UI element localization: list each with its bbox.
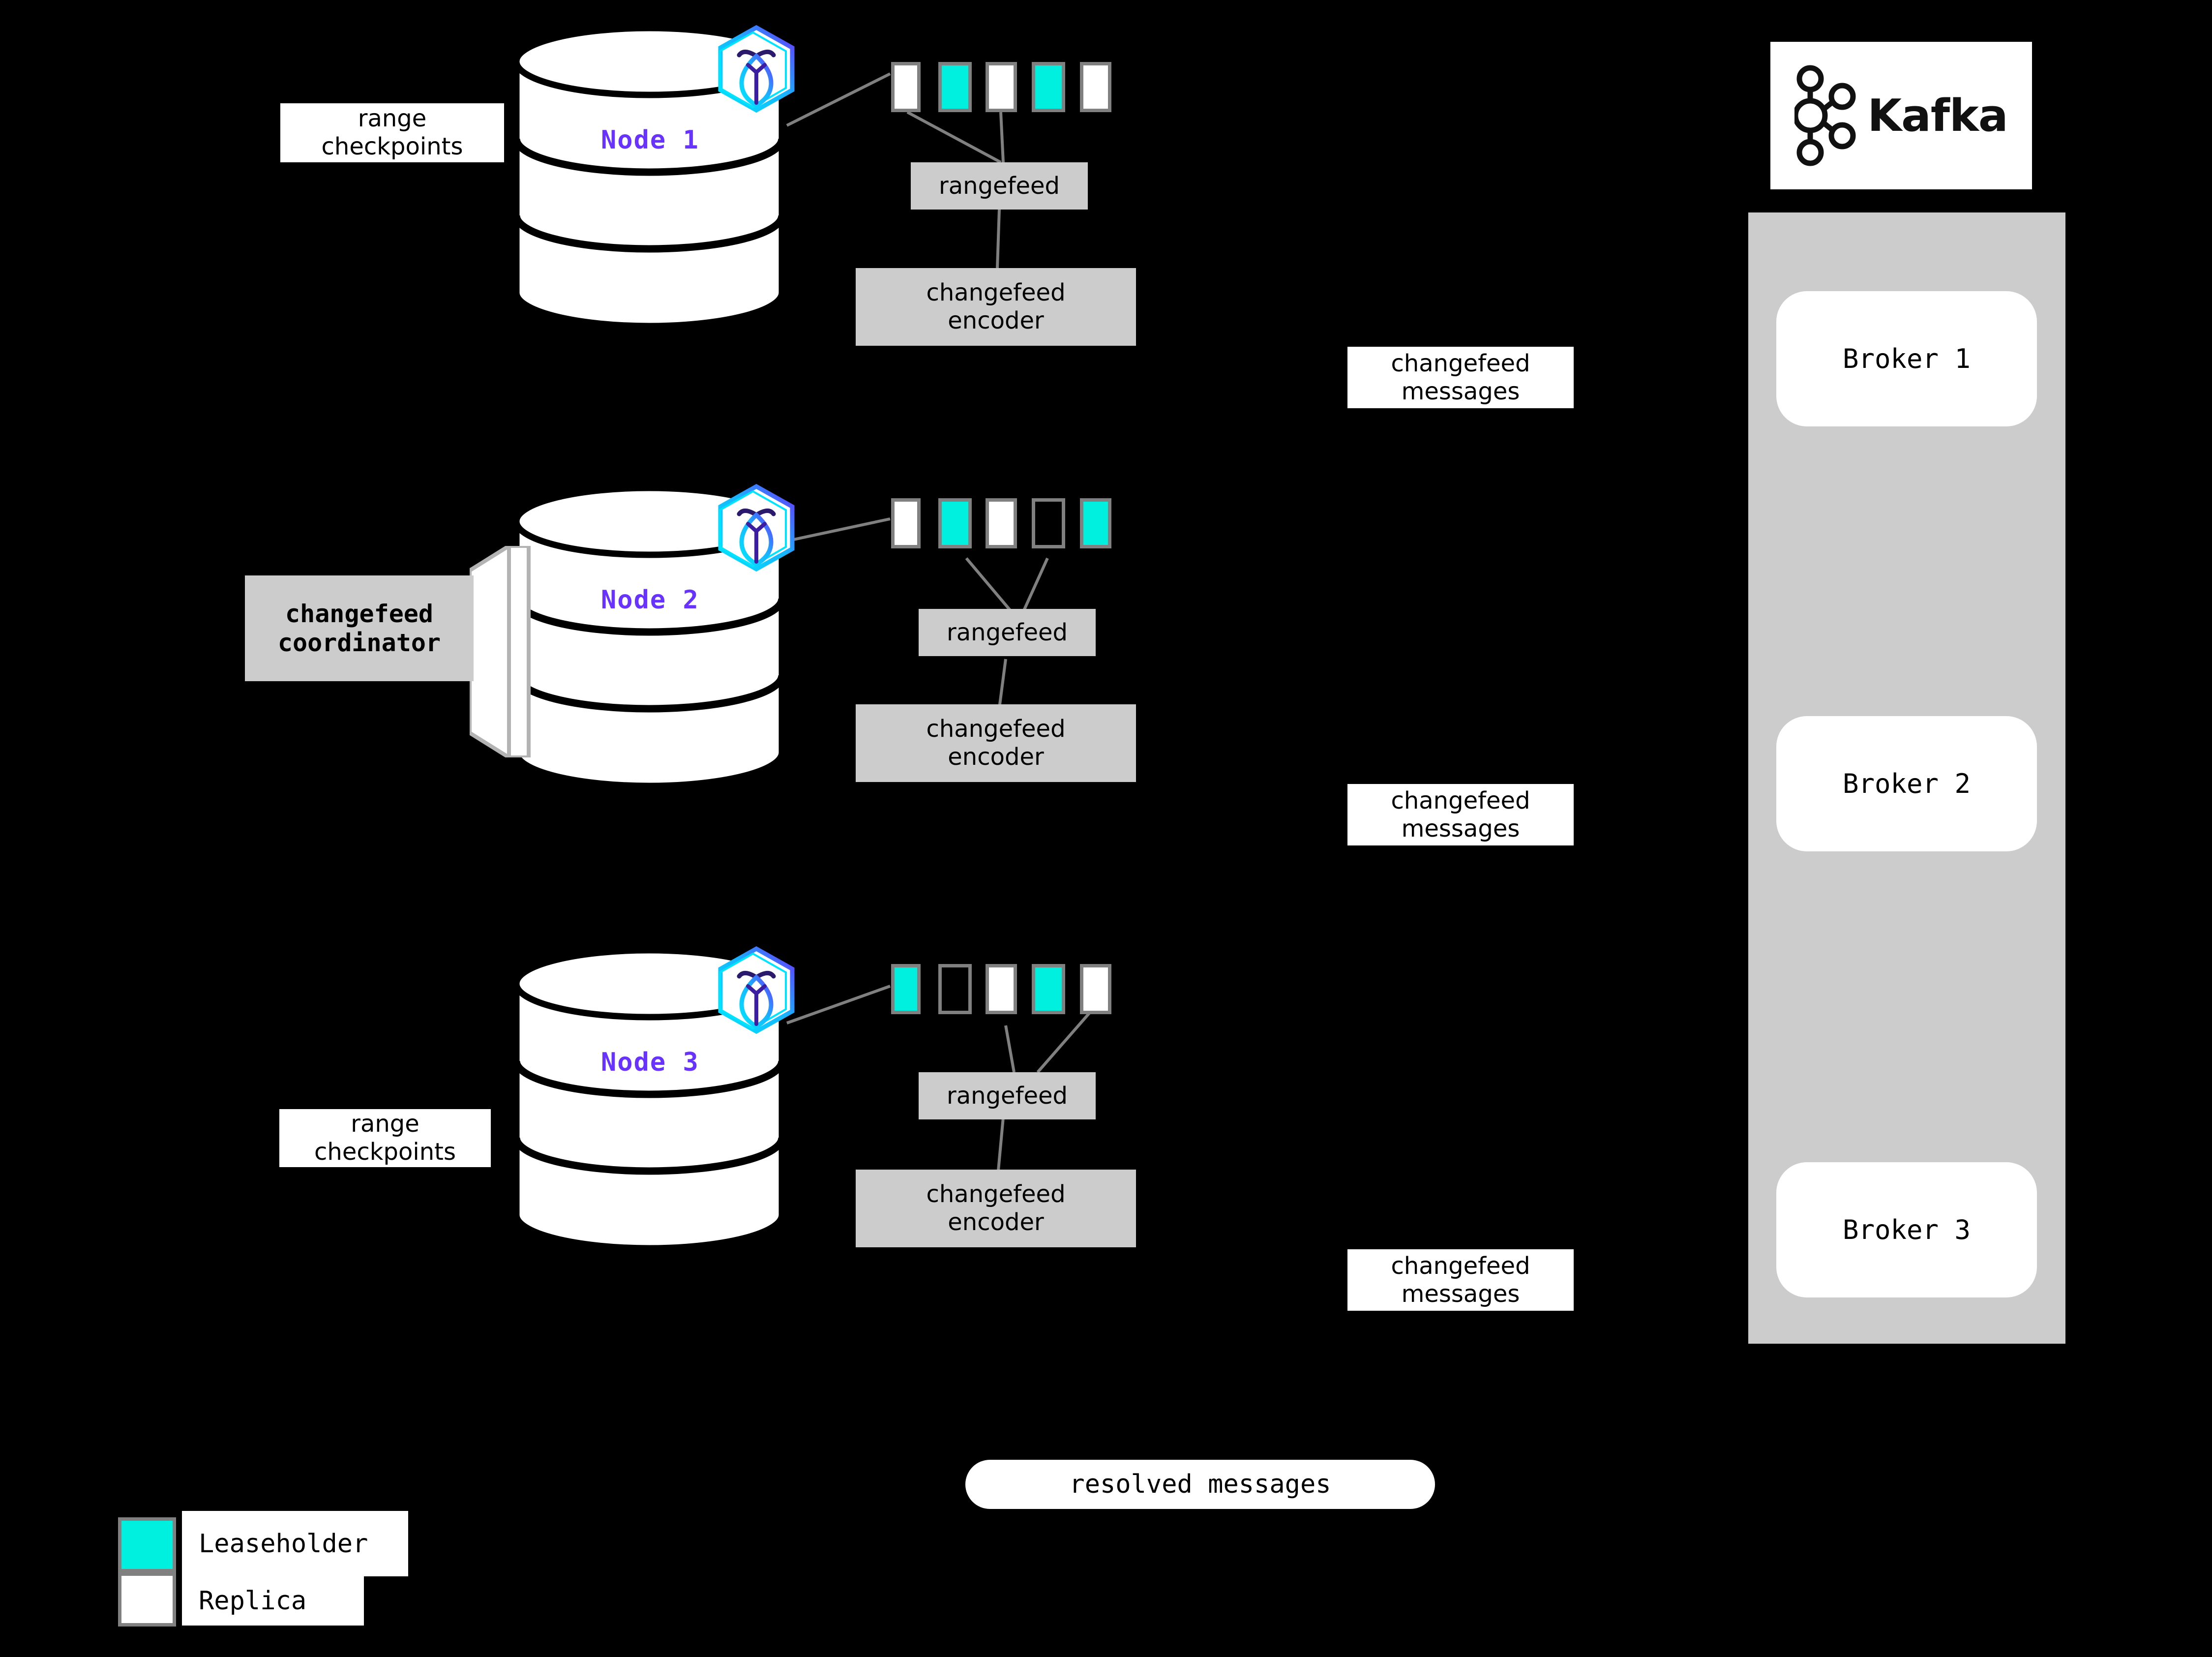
label-line-1: range bbox=[358, 105, 427, 133]
range-box bbox=[938, 62, 972, 112]
changefeed-encoder-box-3: changefeed encoder bbox=[856, 1170, 1136, 1247]
encoder-line-2: encoder bbox=[948, 743, 1044, 771]
legend-label-replica: Replica bbox=[182, 1576, 364, 1626]
encoder-line-1: changefeed bbox=[926, 1180, 1066, 1208]
node-1-label: Node 1 bbox=[601, 125, 699, 155]
kafka-logo-box: Kafka bbox=[1770, 42, 2032, 189]
legend-label-leaseholder: Leaseholder bbox=[182, 1511, 408, 1576]
node-3-cylinder bbox=[511, 947, 787, 1252]
broker-2-box[interactable]: Broker 2 bbox=[1776, 716, 2037, 851]
changefeed-encoder-box-1: changefeed encoder bbox=[856, 268, 1136, 346]
label-line-2: checkpoints bbox=[314, 1138, 456, 1166]
label-line-2: messages bbox=[1401, 1280, 1520, 1308]
range-box bbox=[986, 498, 1017, 548]
label-line-1: changefeed bbox=[1391, 786, 1530, 814]
encoder-line-1: changefeed bbox=[926, 279, 1066, 307]
cockroachdb-logo bbox=[718, 25, 795, 113]
node-1-cylinder bbox=[511, 25, 787, 330]
range-box bbox=[891, 62, 921, 112]
kafka-wordmark: Kafka bbox=[1867, 90, 2008, 142]
range-box bbox=[1032, 964, 1065, 1014]
node-3-label: Node 3 bbox=[601, 1048, 699, 1077]
node-2-cylinder bbox=[511, 484, 787, 789]
label-line-1: changefeed bbox=[1391, 349, 1530, 377]
encoder-line-2: encoder bbox=[948, 307, 1044, 334]
range-box bbox=[1032, 62, 1065, 112]
range-box bbox=[891, 498, 921, 548]
cockroachdb-logo bbox=[718, 483, 795, 572]
range-box bbox=[1032, 498, 1065, 548]
range-box bbox=[1080, 964, 1111, 1014]
rangefeed-box-2: rangefeed bbox=[919, 609, 1096, 656]
kafka-logo bbox=[1794, 65, 1856, 166]
range-box bbox=[986, 964, 1017, 1014]
broker-3-box[interactable]: Broker 3 bbox=[1776, 1162, 2037, 1297]
encoder-line-2: encoder bbox=[948, 1208, 1044, 1236]
label-line-1: changefeed bbox=[1391, 1252, 1530, 1280]
coordinator-line-1: changefeed bbox=[285, 599, 434, 628]
node-2-label: Node 2 bbox=[601, 585, 699, 615]
cockroachdb-logo bbox=[718, 946, 795, 1034]
broker-1-box[interactable]: Broker 1 bbox=[1776, 291, 2037, 426]
coordinator-line-2: coordinator bbox=[277, 628, 441, 657]
label-line-2: messages bbox=[1401, 377, 1520, 405]
label-line-2: checkpoints bbox=[321, 133, 463, 160]
range-checkpoints-label-1: range checkpoints bbox=[280, 103, 504, 162]
changefeed-encoder-box-2: changefeed encoder bbox=[856, 704, 1136, 782]
changefeed-messages-label-2: changefeed messages bbox=[1347, 784, 1574, 845]
range-box bbox=[1080, 498, 1111, 548]
range-checkpoints-label-3: range checkpoints bbox=[279, 1109, 491, 1167]
changefeed-messages-label-1: changefeed messages bbox=[1347, 347, 1574, 408]
range-box bbox=[986, 62, 1017, 112]
changefeed-messages-label-3: changefeed messages bbox=[1347, 1249, 1574, 1311]
legend-swatch-leaseholder bbox=[118, 1517, 176, 1572]
range-box bbox=[938, 498, 972, 548]
encoder-line-1: changefeed bbox=[926, 715, 1066, 743]
label-line-2: messages bbox=[1401, 814, 1520, 843]
range-box bbox=[1080, 62, 1111, 112]
rangefeed-box-1: rangefeed bbox=[911, 162, 1088, 210]
coordinator-connector bbox=[470, 546, 531, 757]
rangefeed-box-3: rangefeed bbox=[919, 1072, 1096, 1119]
changefeed-coordinator-box: changefeed coordinator bbox=[245, 575, 474, 681]
label-line-1: range bbox=[351, 1110, 419, 1138]
range-box bbox=[938, 964, 972, 1014]
legend-swatch-replica bbox=[118, 1572, 176, 1627]
range-box bbox=[891, 964, 921, 1014]
resolved-messages-pill: resolved messages bbox=[965, 1460, 1435, 1509]
